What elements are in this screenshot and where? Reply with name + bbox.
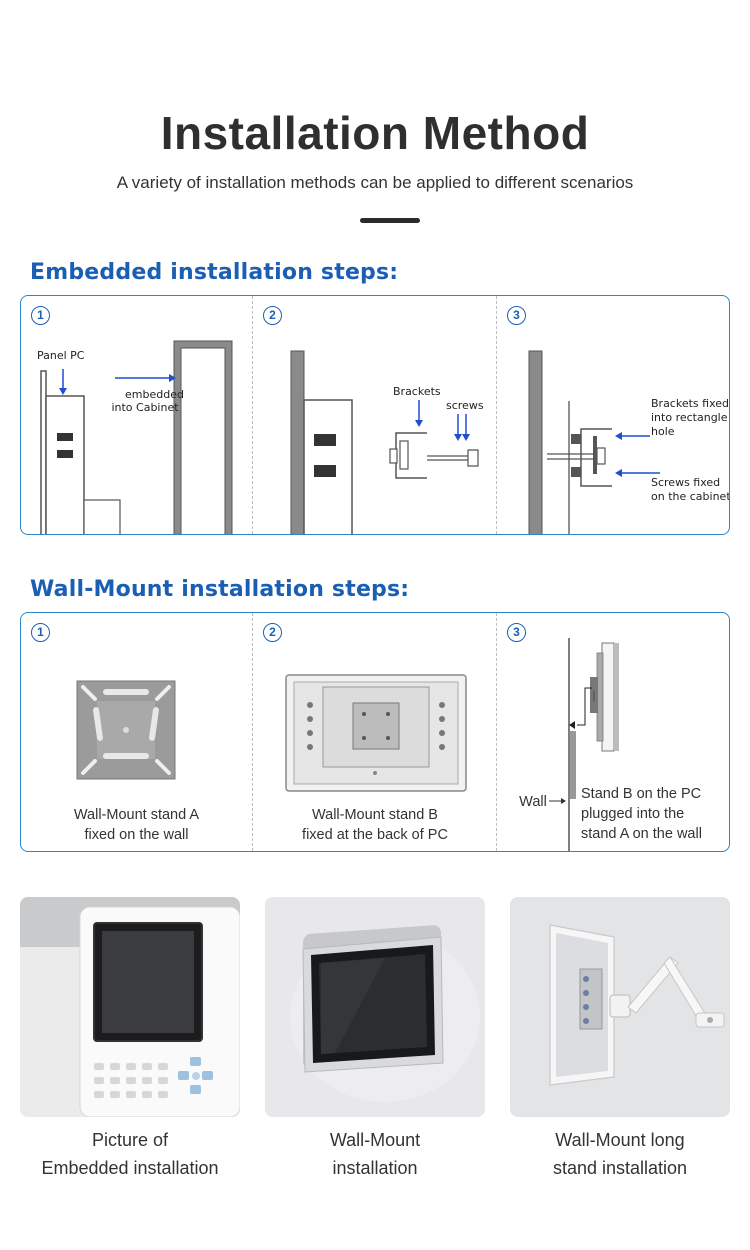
photo-caption-long-stand: Wall-Mount long stand installation [510,1126,730,1182]
step-caption-line-2: plugged into the [581,806,685,822]
photo-caption-line-2: stand installation [552,1158,688,1178]
page-subtitle: A variety of installation methods can be… [116,173,634,192]
step-number: 2 [263,623,282,642]
photo-caption-wall-mount: Wall-Mount installation [265,1126,485,1182]
wall-label: Wall [519,794,547,810]
embedded-heading: Embedded installation steps: [30,260,399,285]
wall-mount-heading: Wall-Mount installation steps: [30,577,410,602]
long-stand-photo-icon [510,897,730,1117]
photo-caption-line-2: installation [332,1158,418,1178]
wall-mount-step-2: 2 Wall-Mount stand B fixed at the back o… [252,613,496,851]
into-cabinet-label: into Cabinet [111,401,179,414]
photo-caption-line-1: Wall-Mount [329,1130,421,1150]
brackets-fixed-label-1: Brackets fixed [651,397,729,410]
step-caption-line-2: fixed at the back of PC [302,827,448,843]
step-number: 1 [31,623,50,642]
page-title: Installation Method [160,107,590,159]
wall-mount-steps-panel: 1 Wall-Mount stand A fixed on the wall 2 [20,612,730,852]
step-caption-line-3: stand A on the wall [581,826,702,842]
embedded-step-3: 3 Brackets fixed into rectangle hole Scr… [496,296,730,534]
embedded-step-2: 2 Brackets screws [252,296,496,534]
screws-label: screws [446,399,484,412]
embedded-step-2-diagram [290,350,479,534]
wall-mount-side-view-icon [549,638,619,851]
brackets-fixed-label-3: hole [651,425,675,438]
title-divider [360,218,420,223]
embedded-step-1: 1 Panel PC embedded into Cabinet [21,296,252,534]
step-number: 1 [31,306,50,325]
long-stand-photo [510,897,730,1117]
step-caption-line-1: Wall-Mount stand A [73,807,200,823]
screws-fixed-label-2: on the cabinet [651,490,730,503]
step-number: 3 [507,623,526,642]
brackets-fixed-label-2: into rectangle [651,411,728,424]
embedded-steps-panel: 1 Panel PC embedded into Cabinet 2 [20,295,730,535]
embedded-photo-icon [20,897,240,1117]
embedded-step-3-diagram [528,350,660,534]
brackets-label: Brackets [393,385,441,398]
wall-mount-photo-icon [265,897,485,1117]
step-caption-line-1: Wall-Mount stand B [312,807,438,823]
step-caption-line-2: fixed on the wall [84,827,189,843]
photo-caption-line-2: Embedded installation [41,1158,219,1178]
wall-mount-plate-a-icon [76,680,176,780]
panel-pc-label: Panel PC [37,349,85,362]
screws-fixed-label-1: Screws fixed [651,476,721,489]
embedded-photo [20,897,240,1117]
step-caption-line-1: Stand B on the PC [581,786,702,802]
wall-mount-step-3: 3 Wall Stand B on the PC plugged into th… [496,613,729,851]
step-number: 3 [507,306,526,325]
embedded-step-1-diagram [40,340,233,534]
wall-mount-step-1: 1 Wall-Mount stand A fixed on the wall [21,613,252,851]
photo-caption-line-1: Picture of [91,1130,169,1150]
step-number: 2 [263,306,282,325]
embedded-label: embedded [125,388,184,401]
photo-caption-line-1: Wall-Mount long [555,1130,685,1150]
pc-back-with-stand-b-icon [285,674,467,792]
wall-mount-photo [265,897,485,1117]
photo-caption-embedded: Picture of Embedded installation [20,1126,240,1182]
